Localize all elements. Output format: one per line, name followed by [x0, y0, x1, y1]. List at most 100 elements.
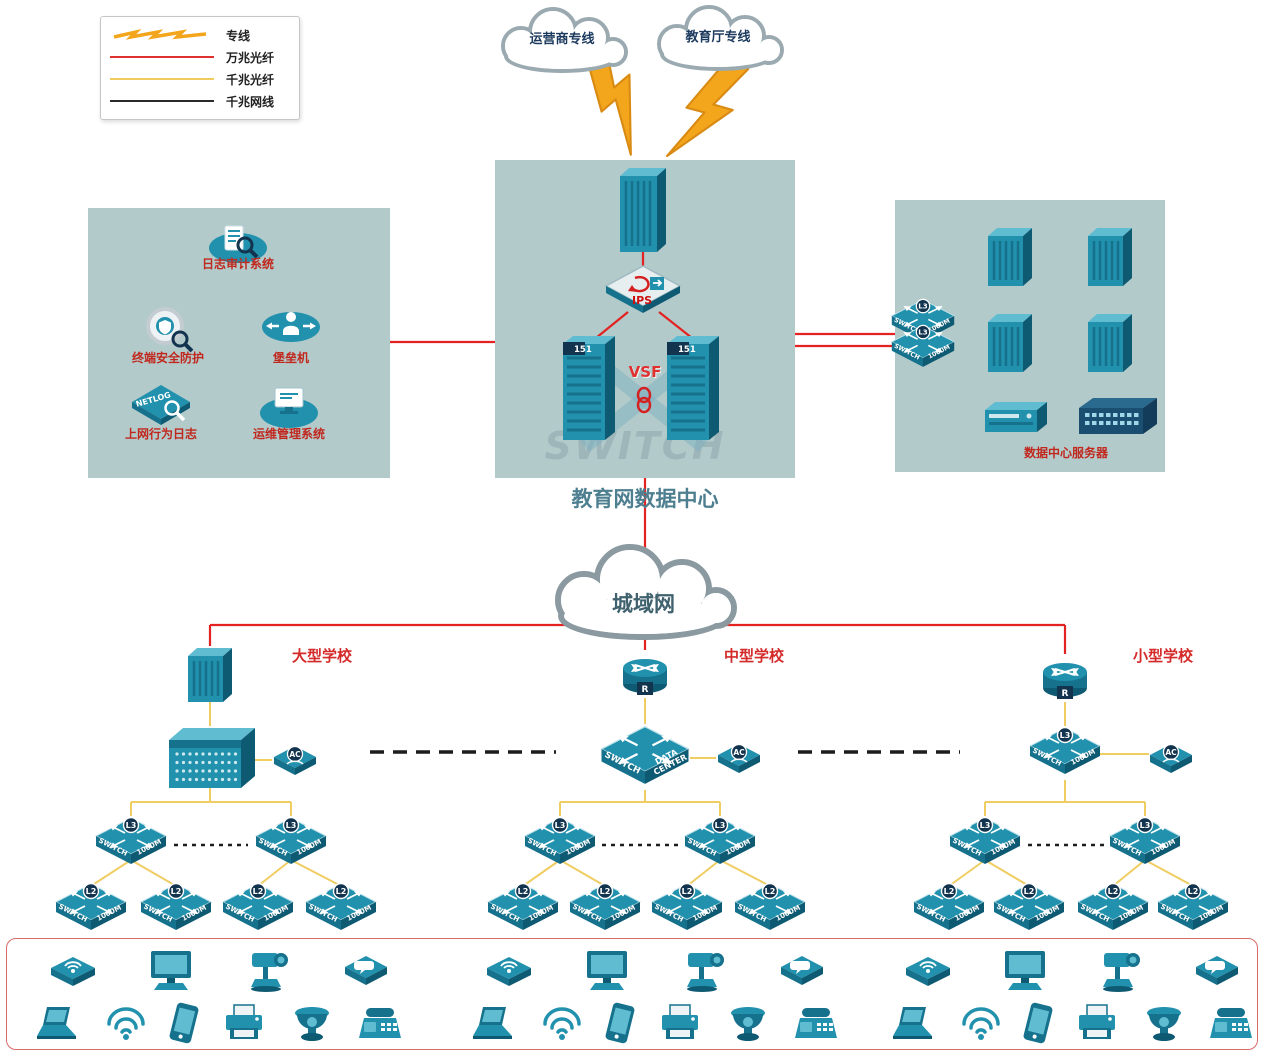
small-school-l3-switch-1: L3 SWITCH 1000M: [948, 816, 1022, 876]
endpoint-group-3: [879, 943, 1265, 1047]
ip-camera-icon: [1098, 949, 1144, 993]
legend-item-label: 万兆光纤: [226, 50, 275, 65]
legend-item-label: 千兆网线: [226, 94, 275, 109]
server-zone-caption: 数据中心服务器: [1023, 446, 1108, 460]
server-rack-3: [988, 314, 1032, 376]
bastion-host-icon: [260, 306, 322, 352]
message-icon: [1194, 953, 1240, 993]
large-school-core-switch: [165, 726, 255, 794]
small-school-wireless-controller: AC: [1148, 740, 1194, 786]
fax-phone-icon: [357, 1005, 403, 1043]
wifi-signal-icon: [541, 1007, 583, 1043]
large-school-l3-switch-2: L3 SWITCH 1000M: [254, 816, 328, 876]
edu-cloud-label: 教育厅专线: [685, 30, 751, 45]
endpoint-group-1: [23, 943, 415, 1047]
svg-text:L3: L3: [555, 821, 566, 830]
switch-watermark: SWITCH: [544, 424, 726, 468]
metro-cloud-label: 城域网: [612, 592, 675, 616]
wireless-ap-icon: [904, 953, 952, 993]
legend-item: 千兆网线: [110, 90, 290, 112]
line-red-sample: [110, 56, 214, 58]
medium-school-label: 中型学校: [723, 647, 785, 665]
small-school-l2-switch-4: L2 SWITCH 1000M: [1156, 882, 1230, 942]
small-school-label: 小型学校: [1132, 647, 1194, 665]
log-audit-icon: [207, 220, 269, 270]
wifi-signal-icon: [960, 1007, 1002, 1043]
large-school-wireless-controller: AC: [272, 742, 318, 788]
cloud-shape: [555, 544, 737, 640]
medium-school-l2-switch-3: L2 SWITCH 1000M: [650, 882, 724, 942]
line-yellow-sample: [110, 78, 214, 80]
storage-array: [985, 400, 1047, 436]
laptop-icon: [891, 1005, 937, 1043]
medium-school-l3-switch-1: L3 SWITCH 1000M: [523, 816, 597, 876]
svg-text:L3: L3: [980, 821, 991, 830]
endpoint-group-2: [459, 943, 851, 1047]
wifi-signal-icon: [105, 1007, 147, 1043]
ops-management-icon: [258, 384, 320, 434]
svg-text:L3: L3: [286, 821, 297, 830]
metro-network-cloud: 城域网: [536, 544, 751, 648]
security-item-label: 上网行为日志: [124, 427, 198, 441]
small-school-l3-switch-2: L3 SWITCH 1000M: [1108, 816, 1182, 876]
svg-text:L2: L2: [518, 887, 529, 896]
server-rack-4: [1088, 314, 1132, 376]
small-school-l2-switch-2: L2 SWITCH 1000M: [992, 882, 1066, 942]
svg-text:L2: L2: [171, 887, 182, 896]
large-school-l2-switch-1: L2 SWITCH 1000M: [54, 882, 128, 942]
large-school-gateway-server: [188, 648, 232, 706]
large-school-label: 大型学校: [291, 647, 353, 665]
medium-school-l2-switch-4: L2 SWITCH 1000M: [733, 882, 807, 942]
datacenter-caption: 教育网数据中心: [571, 486, 719, 511]
small-school-core-switch: L3 SWITCH 1000M: [1028, 726, 1102, 786]
desktop-icon: [148, 949, 194, 993]
message-icon: [343, 953, 389, 993]
datacenter-access-switch: [1079, 396, 1157, 438]
medium-school-l2-switch-1: L2 SWITCH 1000M: [486, 882, 560, 942]
medium-school-router: R: [621, 652, 669, 702]
security-item-label: 运维管理系统: [252, 427, 326, 441]
endpoint-devices-panel: [6, 938, 1258, 1050]
svg-text:151: 151: [574, 345, 592, 355]
legend-item: 万兆光纤: [110, 46, 290, 68]
server-rack-1: [988, 228, 1032, 290]
security-item-label: 日志审计系统: [201, 257, 275, 271]
large-school-l2-switch-3: L2 SWITCH 1000M: [221, 882, 295, 942]
dome-camera-icon: [1143, 1003, 1185, 1043]
desktop-icon: [1002, 949, 1048, 993]
svg-text:L3: L3: [1140, 821, 1151, 830]
svg-text:R: R: [1062, 689, 1069, 699]
medium-school-wireless-controller: AC: [716, 740, 762, 786]
small-school-l2-switch-3: L2 SWITCH 1000M: [1076, 882, 1150, 942]
fax-phone-icon: [1208, 1005, 1254, 1043]
svg-text:L2: L2: [253, 887, 264, 896]
lightning-sample-icon: [113, 28, 207, 40]
vsf-core-switch-2: 151: [667, 336, 719, 444]
smartphone-icon: [1023, 1002, 1052, 1044]
desktop-icon: [584, 949, 630, 993]
server-rack-2: [1088, 228, 1132, 290]
svg-text:L2: L2: [1108, 887, 1119, 896]
svg-text:AC: AC: [289, 750, 301, 759]
server-zone-stack-switch-2: L3 SWITCH 1000M: [890, 324, 956, 378]
edu-line-cloud: 教育厅专线: [643, 4, 793, 78]
legend: 专线万兆光纤千兆光纤千兆网线: [100, 16, 300, 120]
legend-item: 专线: [110, 24, 290, 46]
small-school-l2-switch-1: L2 SWITCH 1000M: [912, 882, 986, 942]
cloud-shape: [501, 7, 628, 73]
medium-school-l3-switch-2: L3 SWITCH 1000M: [683, 816, 757, 876]
svg-text:L2: L2: [336, 887, 347, 896]
printer-icon: [657, 1003, 703, 1043]
wireless-ap-icon: [49, 953, 97, 993]
svg-text:L3: L3: [715, 821, 726, 830]
svg-text:L3: L3: [1060, 731, 1071, 740]
legend-item-label: 千兆光纤: [226, 72, 275, 87]
svg-text:L2: L2: [1188, 887, 1199, 896]
svg-text:AC: AC: [1165, 748, 1177, 757]
laptop-icon: [35, 1005, 81, 1043]
fax-phone-icon: [793, 1005, 839, 1043]
svg-text:L2: L2: [86, 887, 97, 896]
large-school-l2-switch-2: L2 SWITCH 1000M: [139, 882, 213, 942]
svg-text:L2: L2: [765, 887, 776, 896]
ips-device: IPS: [604, 264, 682, 322]
